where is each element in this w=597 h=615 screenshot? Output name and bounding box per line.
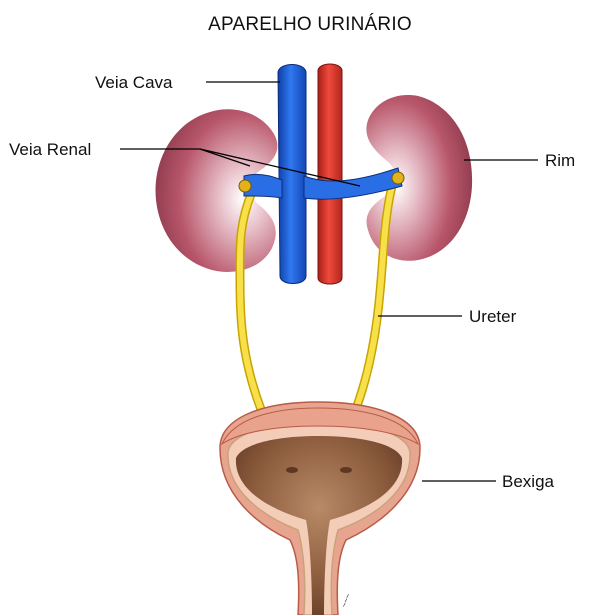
bladder-interior	[236, 436, 402, 615]
right-hilum-mark	[392, 172, 404, 184]
ureter-orifice-right	[340, 467, 352, 473]
left-hilum-mark	[239, 180, 251, 192]
ureter-orifice-left	[286, 467, 298, 473]
artist-signature: ~~~	[339, 592, 352, 609]
label-ureter: Ureter	[469, 307, 517, 326]
aorta	[318, 64, 342, 284]
diagram-title: APARELHO URINÁRIO	[208, 14, 412, 35]
label-veia-cava: Veia Cava	[95, 73, 173, 92]
label-veia-renal: Veia Renal	[9, 140, 91, 159]
label-bexiga: Bexiga	[502, 472, 555, 491]
vena-cava	[278, 65, 306, 284]
label-rim: Rim	[545, 151, 575, 170]
